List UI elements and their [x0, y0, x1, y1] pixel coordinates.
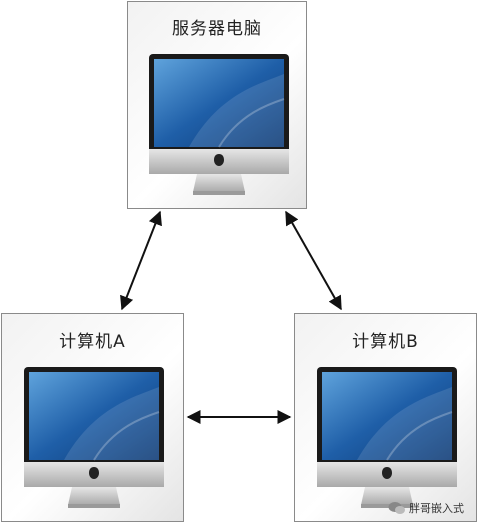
server-title: 服务器电脑	[172, 19, 262, 39]
computer-b-node: 计算机B	[294, 313, 477, 522]
server-to-b-arrow	[285, 210, 342, 311]
server-node: 服务器电脑	[127, 1, 307, 209]
wechat-icon	[388, 502, 405, 514]
computer-a-title: 计算机A	[59, 332, 126, 352]
server-to-a-arrow	[120, 210, 162, 311]
apple-logo-icon	[382, 463, 392, 479]
computer-b-title: 计算机B	[352, 332, 419, 352]
imac-monitor-icon	[149, 54, 289, 195]
apple-logo-icon	[89, 463, 99, 479]
imac-monitor-icon	[317, 367, 457, 508]
apple-logo-icon	[214, 150, 224, 166]
watermark: 胖哥嵌入式	[388, 500, 464, 516]
computer-a-node: 计算机A	[1, 313, 184, 522]
watermark-text: 胖哥嵌入式	[409, 502, 464, 515]
imac-monitor-icon	[24, 367, 164, 508]
